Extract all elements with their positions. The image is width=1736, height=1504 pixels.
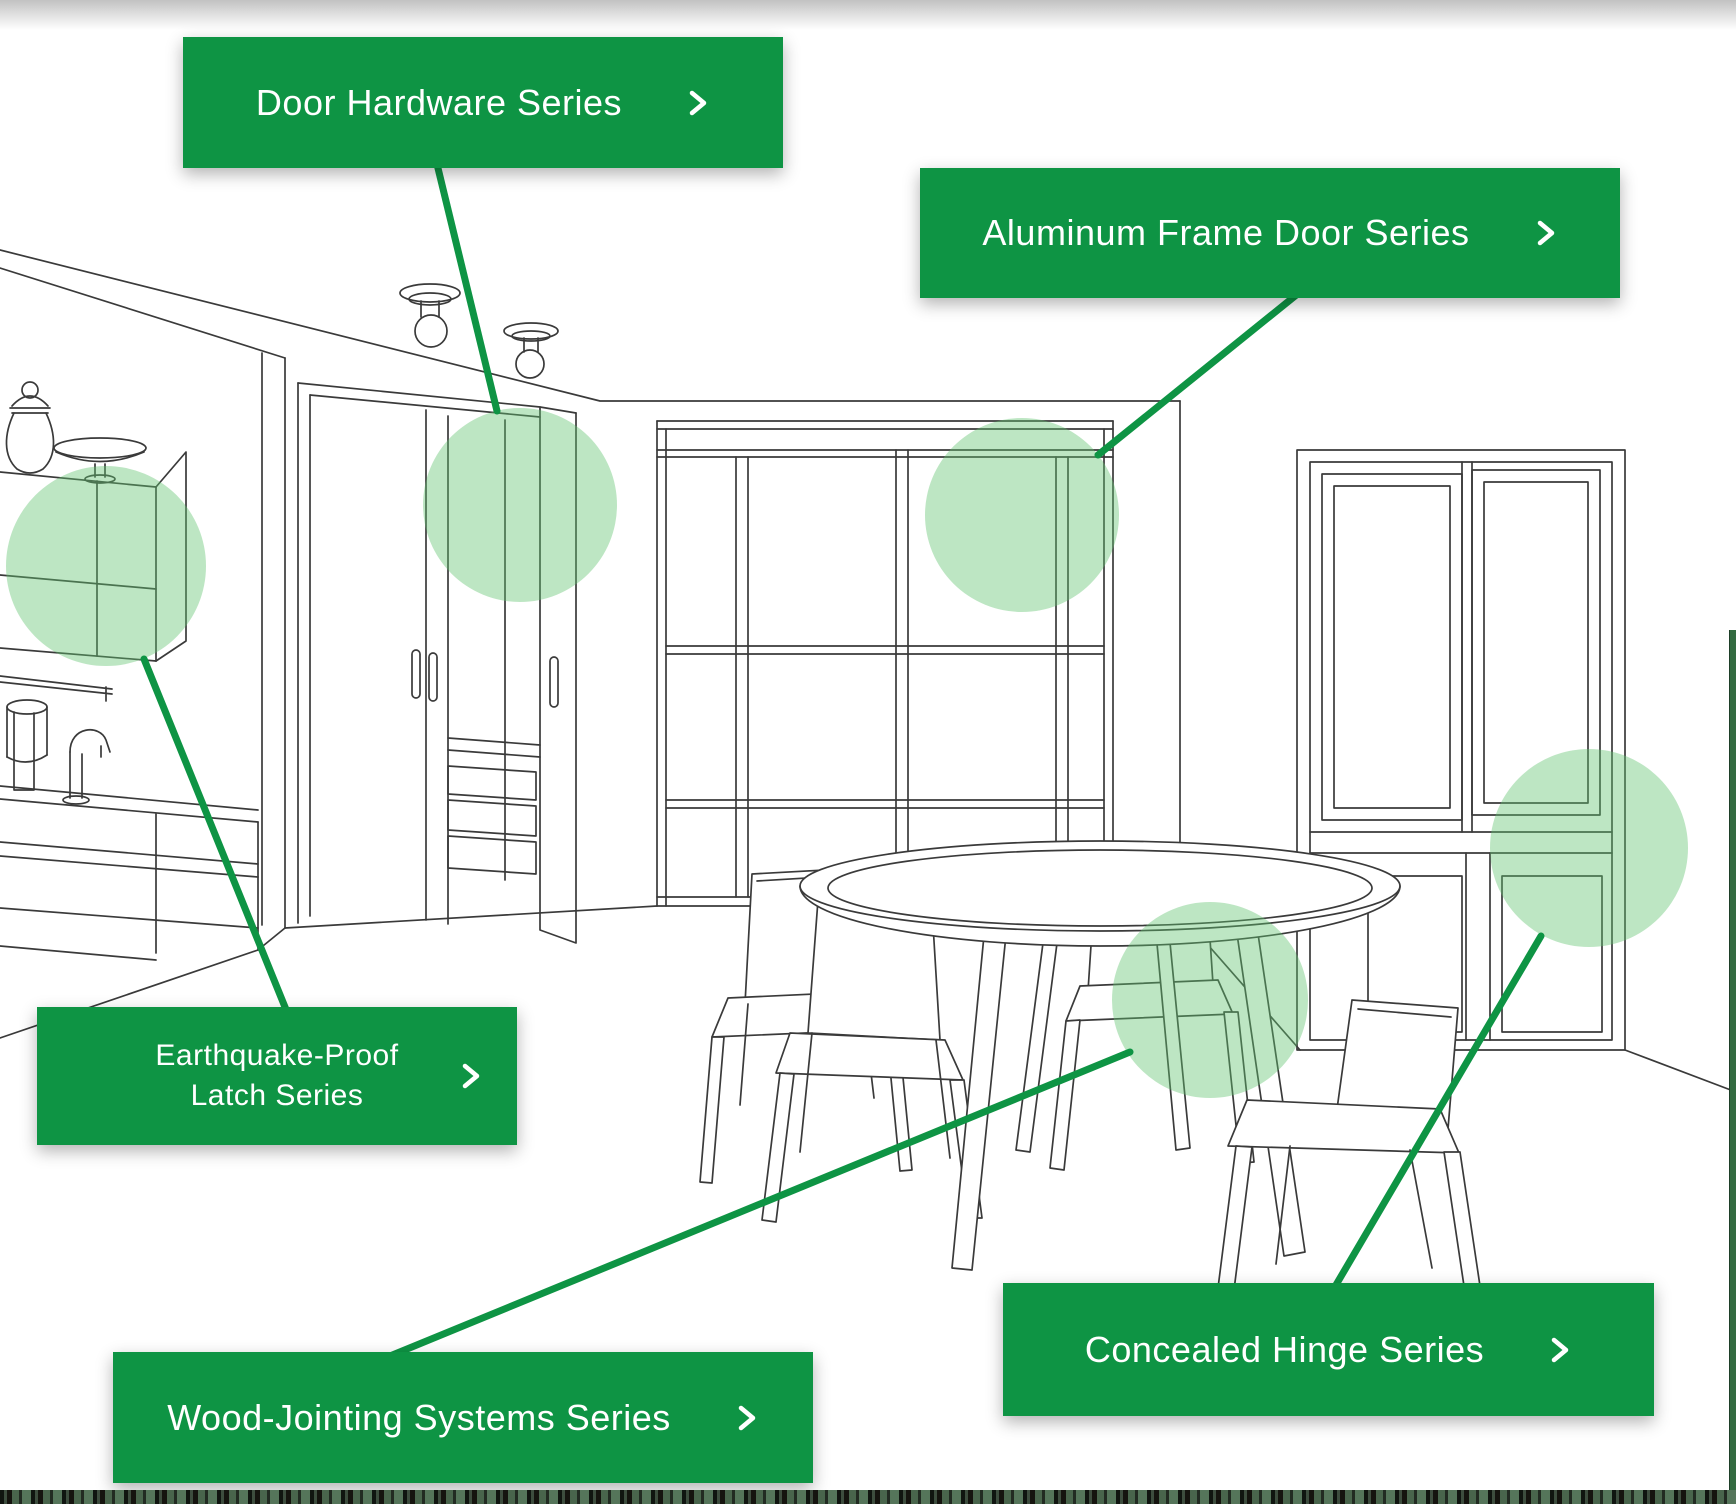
sliding-door-line-art [656,420,1114,907]
door-hardware-series-label: Door Hardware Series [255,81,623,123]
highlight-circle-wood-jointing [1112,902,1308,1098]
highlight-circle-aluminum-frame [925,418,1119,612]
leader-earthquake-latch [140,655,291,1016]
concealed-hinge-series-label: Concealed Hinge Series [1084,1328,1485,1370]
aluminum-frame-door-series-label: Aluminum Frame Door Series [982,212,1470,253]
leader-wood-jointing [386,1048,1134,1360]
highlight-circle-earthquake-latch [6,466,206,666]
bottom-cropped-content-strip [0,1490,1736,1504]
chevron-right-icon [738,1405,756,1430]
ceiling-lamp-icon [399,283,559,379]
highlight-circles [6,408,1688,1098]
highlight-circle-door-hardware [423,408,617,602]
chevron-right-icon [462,1063,480,1089]
chair-front-right [1217,999,1481,1291]
door-hardware-series-button[interactable]: Door Hardware Series [183,37,783,168]
earthquake-proof-latch-series-button[interactable]: Earthquake-Proof Latch Series [37,1007,517,1145]
highlight-circle-concealed-hinge [1490,749,1688,947]
aluminum-frame-door-series-button[interactable]: Aluminum Frame Door Series [920,168,1620,298]
dining-set-line-art [699,840,1481,1291]
wood-jointing-systems-series-label: Wood-Jointing Systems Series [167,1396,671,1438]
concealed-hinge-series-button[interactable]: Concealed Hinge Series [1003,1283,1654,1416]
chevron-right-icon [1551,1337,1569,1362]
earthquake-proof-label-line2: Latch Series [190,1079,364,1112]
leader-aluminum-frame [1094,288,1304,459]
kitchen-line-art [0,381,259,961]
window-line-art [1296,449,1626,1051]
earthquake-proof-latch-series-labels: Earthquake-Proof Latch Series [155,1036,398,1117]
chevron-right-icon [1537,220,1554,246]
leader-door-hardware [432,156,501,415]
leader-concealed-hinge [1329,932,1545,1294]
right-edge-strip [1729,630,1736,1490]
connector-lines [140,156,1545,1360]
dining-table [799,840,1401,1271]
closet-line-art [297,382,577,944]
wood-jointing-systems-series-button[interactable]: Wood-Jointing Systems Series [113,1352,813,1483]
chevron-right-icon [689,90,707,115]
earthquake-proof-label-line1: Earthquake-Proof [155,1038,399,1072]
